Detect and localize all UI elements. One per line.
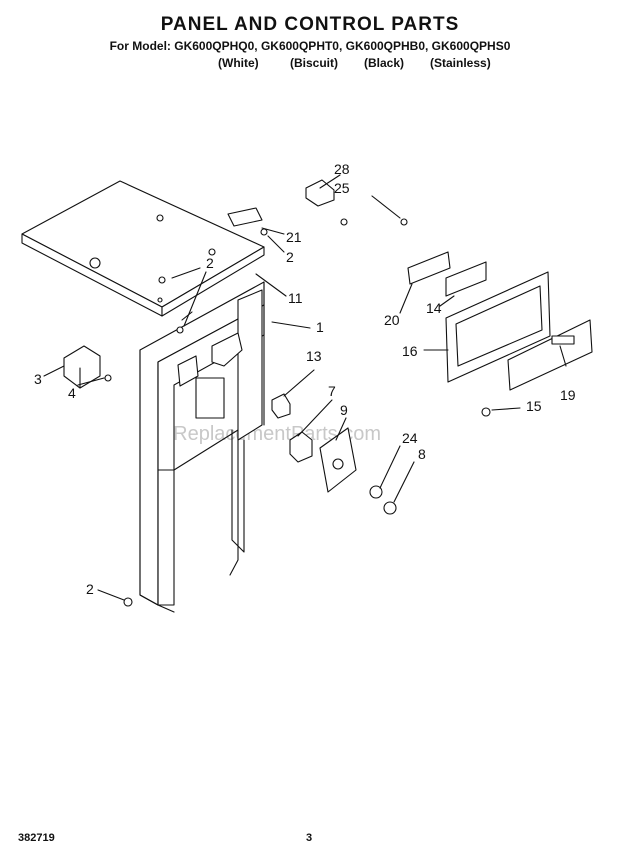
callout-numbers: 28 25 21 2 2 11 1 20 14 16 13 3 4 7 9 24… [34, 161, 576, 597]
variant-biscuit: (Biscuit) [290, 56, 338, 70]
callout-24: 24 [402, 430, 418, 446]
callout-9: 9 [340, 402, 348, 418]
variant-black: (Black) [364, 56, 405, 70]
callout-13: 13 [306, 348, 322, 364]
callout-21: 21 [286, 229, 302, 245]
callout-7: 7 [328, 383, 336, 399]
variant-stainless: (Stainless) [430, 56, 491, 70]
callout-8: 8 [418, 446, 426, 462]
control-knobs [369, 485, 397, 515]
document-number: 382719 [18, 832, 55, 844]
console-frame [139, 281, 265, 613]
page-number: 3 [306, 832, 313, 844]
callout-28: 28 [334, 161, 350, 177]
callout-3: 3 [34, 371, 42, 387]
switch-component [271, 393, 291, 419]
callout-2-upper: 2 [286, 249, 294, 265]
top-bracket [227, 179, 348, 236]
callout-4: 4 [68, 385, 76, 401]
control-panel-assembly [400, 218, 593, 417]
watermark: eReplacementParts.com [162, 423, 381, 445]
callout-1: 1 [316, 319, 324, 335]
callout-2-panel: 2 [206, 255, 214, 271]
leader-lines [43, 174, 567, 601]
callout-25: 25 [334, 180, 350, 196]
model-list: For Model: GK600QPHQ0, GK600QPHT0, GK600… [109, 39, 511, 53]
variant-white: (White) [218, 56, 259, 70]
screws [104, 276, 184, 607]
left-bracket [63, 345, 101, 389]
callout-11: 11 [288, 290, 303, 306]
callout-14: 14 [426, 300, 442, 316]
callout-19: 19 [560, 387, 576, 403]
page-title: PANEL AND CONTROL PARTS [160, 14, 460, 35]
callout-16: 16 [402, 343, 418, 359]
callout-15: 15 [526, 398, 542, 414]
callout-2-lower: 2 [86, 581, 94, 597]
callout-20: 20 [384, 312, 400, 328]
top-panel [21, 180, 265, 317]
